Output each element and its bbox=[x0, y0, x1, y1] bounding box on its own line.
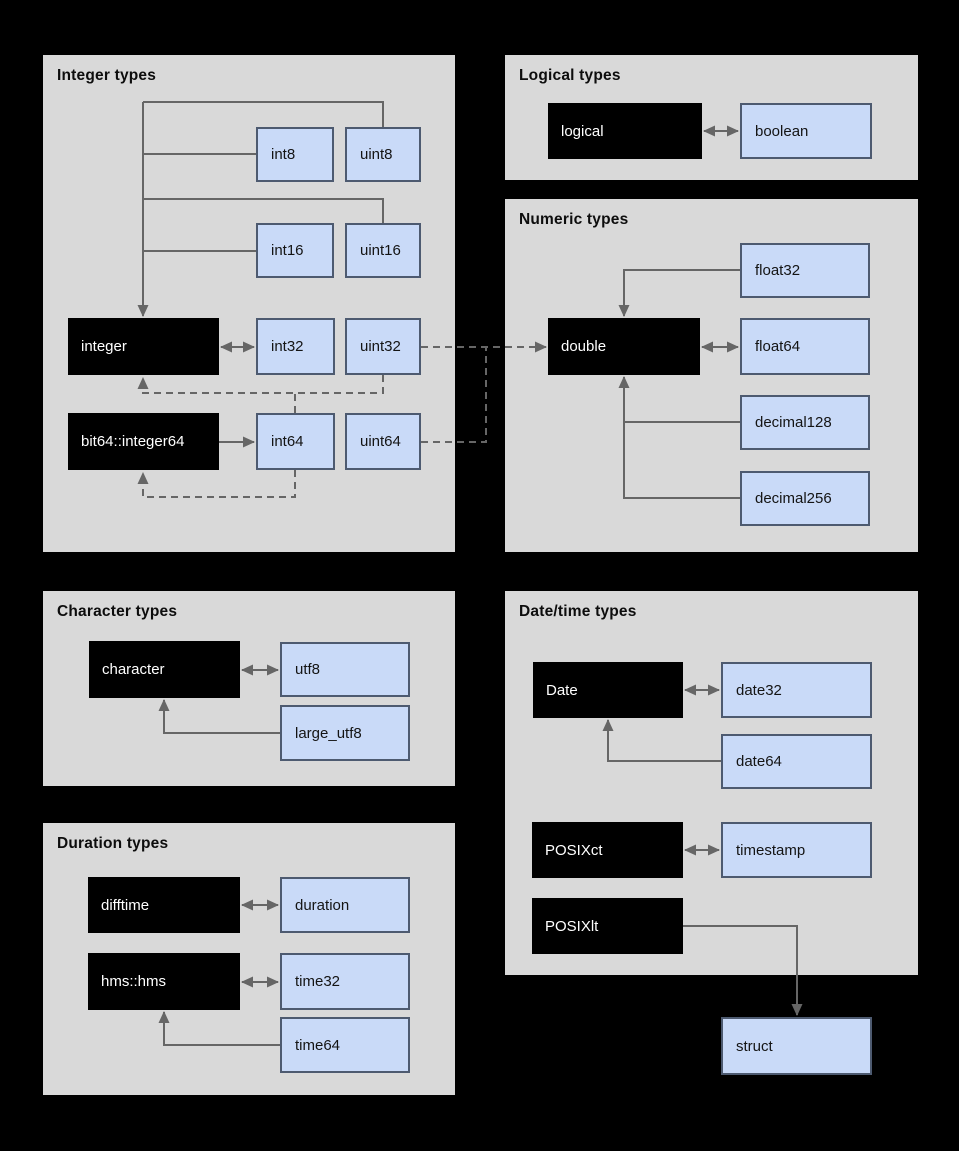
node-uint64: uint64 bbox=[345, 413, 421, 470]
node-timestamp: timestamp bbox=[721, 822, 872, 878]
node-date64: date64 bbox=[721, 734, 872, 789]
node-hms-hms: hms::hms bbox=[88, 953, 240, 1010]
panel-title-datetime-types: Date/time types bbox=[519, 603, 637, 620]
node-duration: duration bbox=[280, 877, 410, 933]
node-boolean: boolean bbox=[740, 103, 872, 159]
node-int16: int16 bbox=[256, 223, 334, 278]
node-posixlt: POSIXlt bbox=[532, 898, 683, 954]
node-float64: float64 bbox=[740, 318, 870, 375]
node-decimal256: decimal256 bbox=[740, 471, 870, 526]
node-date32: date32 bbox=[721, 662, 872, 718]
panel-title-integer-types: Integer types bbox=[57, 67, 157, 84]
node-logical: logical bbox=[548, 103, 702, 159]
node-date: Date bbox=[533, 662, 683, 718]
node-large-utf8: large_utf8 bbox=[280, 705, 410, 761]
panel-title-logical-types: Logical types bbox=[519, 67, 621, 84]
node-character: character bbox=[89, 641, 240, 698]
panel-title-duration-types: Duration types bbox=[57, 835, 169, 852]
node-posixct: POSIXct bbox=[532, 822, 683, 878]
node-struct: struct bbox=[721, 1017, 872, 1075]
node-int32: int32 bbox=[256, 318, 335, 375]
node-bit64-integer64: bit64::integer64 bbox=[68, 413, 219, 470]
node-uint8: uint8 bbox=[345, 127, 421, 182]
node-difftime: difftime bbox=[88, 877, 240, 933]
node-uint32: uint32 bbox=[345, 318, 421, 375]
node-int64: int64 bbox=[256, 413, 335, 470]
node-uint16: uint16 bbox=[345, 223, 421, 278]
node-double: double bbox=[548, 318, 700, 375]
panel-title-numeric-types: Numeric types bbox=[519, 211, 629, 228]
panel-title-character-types: Character types bbox=[57, 603, 178, 620]
node-time32: time32 bbox=[280, 953, 410, 1010]
node-utf8: utf8 bbox=[280, 642, 410, 697]
node-decimal128: decimal128 bbox=[740, 395, 870, 450]
node-int8: int8 bbox=[256, 127, 334, 182]
node-integer: integer bbox=[68, 318, 219, 375]
node-time64: time64 bbox=[280, 1017, 410, 1073]
node-float32: float32 bbox=[740, 243, 870, 298]
